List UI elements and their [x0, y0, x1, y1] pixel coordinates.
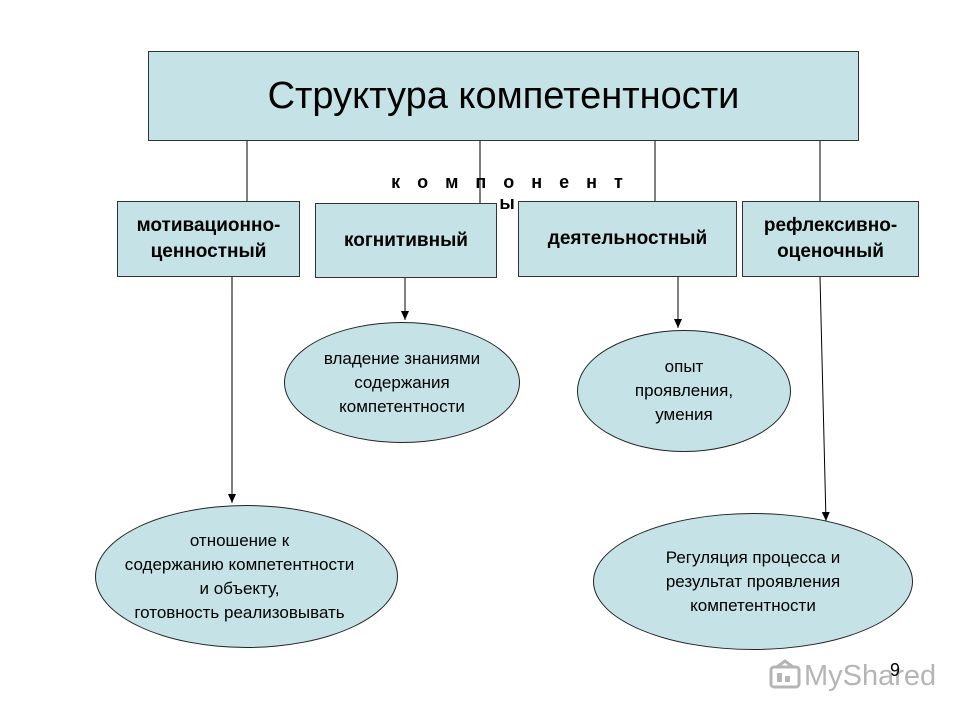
component-activity-box: деятельностный [518, 201, 737, 277]
outcome-activity-ellipse: опыт проявления, умения [577, 330, 791, 452]
outcome-reflexive-ellipse: Регуляция процесса и результат проявлени… [593, 513, 913, 650]
outcome-motivational-text: отношение к содержанию компетентности и … [124, 530, 355, 622]
diagram-title: Структура компетентности [267, 74, 740, 117]
outcome-cognitive-text: владение знаниями содержания компетентно… [323, 348, 481, 416]
outcome-motivational-ellipse: отношение к содержанию компетентности и … [95, 505, 398, 648]
outcome-reflexive-text: Регуляция процесса и результат проявлени… [665, 547, 841, 615]
diagram-title-box: Структура компетентности [148, 51, 859, 141]
page-number: 9 [890, 660, 901, 680]
component-motivational-label: мотивационно- ценностный [136, 215, 281, 262]
outcome-cognitive-ellipse: владение знаниями содержания компетентно… [284, 322, 520, 443]
component-reflexive-label: рефлексивно- оценочный [763, 215, 898, 262]
component-cognitive-box: когнитивный [315, 203, 497, 278]
component-motivational-box: мотивационно- ценностный [117, 201, 300, 277]
component-activity-label: деятельностный [547, 228, 708, 249]
watermark-text: MyShared [804, 659, 937, 692]
myshared-logo-icon [769, 659, 801, 689]
arrow-reflexive [819, 276, 830, 522]
component-cognitive-label: когнитивный [344, 229, 468, 251]
component-reflexive-box: рефлексивно- оценочный [742, 201, 919, 277]
outcome-activity-text: опыт проявления, умения [634, 357, 734, 424]
myshared-watermark: MyShared [768, 656, 936, 696]
components-label: к о м п о н е н т ы [391, 172, 629, 213]
